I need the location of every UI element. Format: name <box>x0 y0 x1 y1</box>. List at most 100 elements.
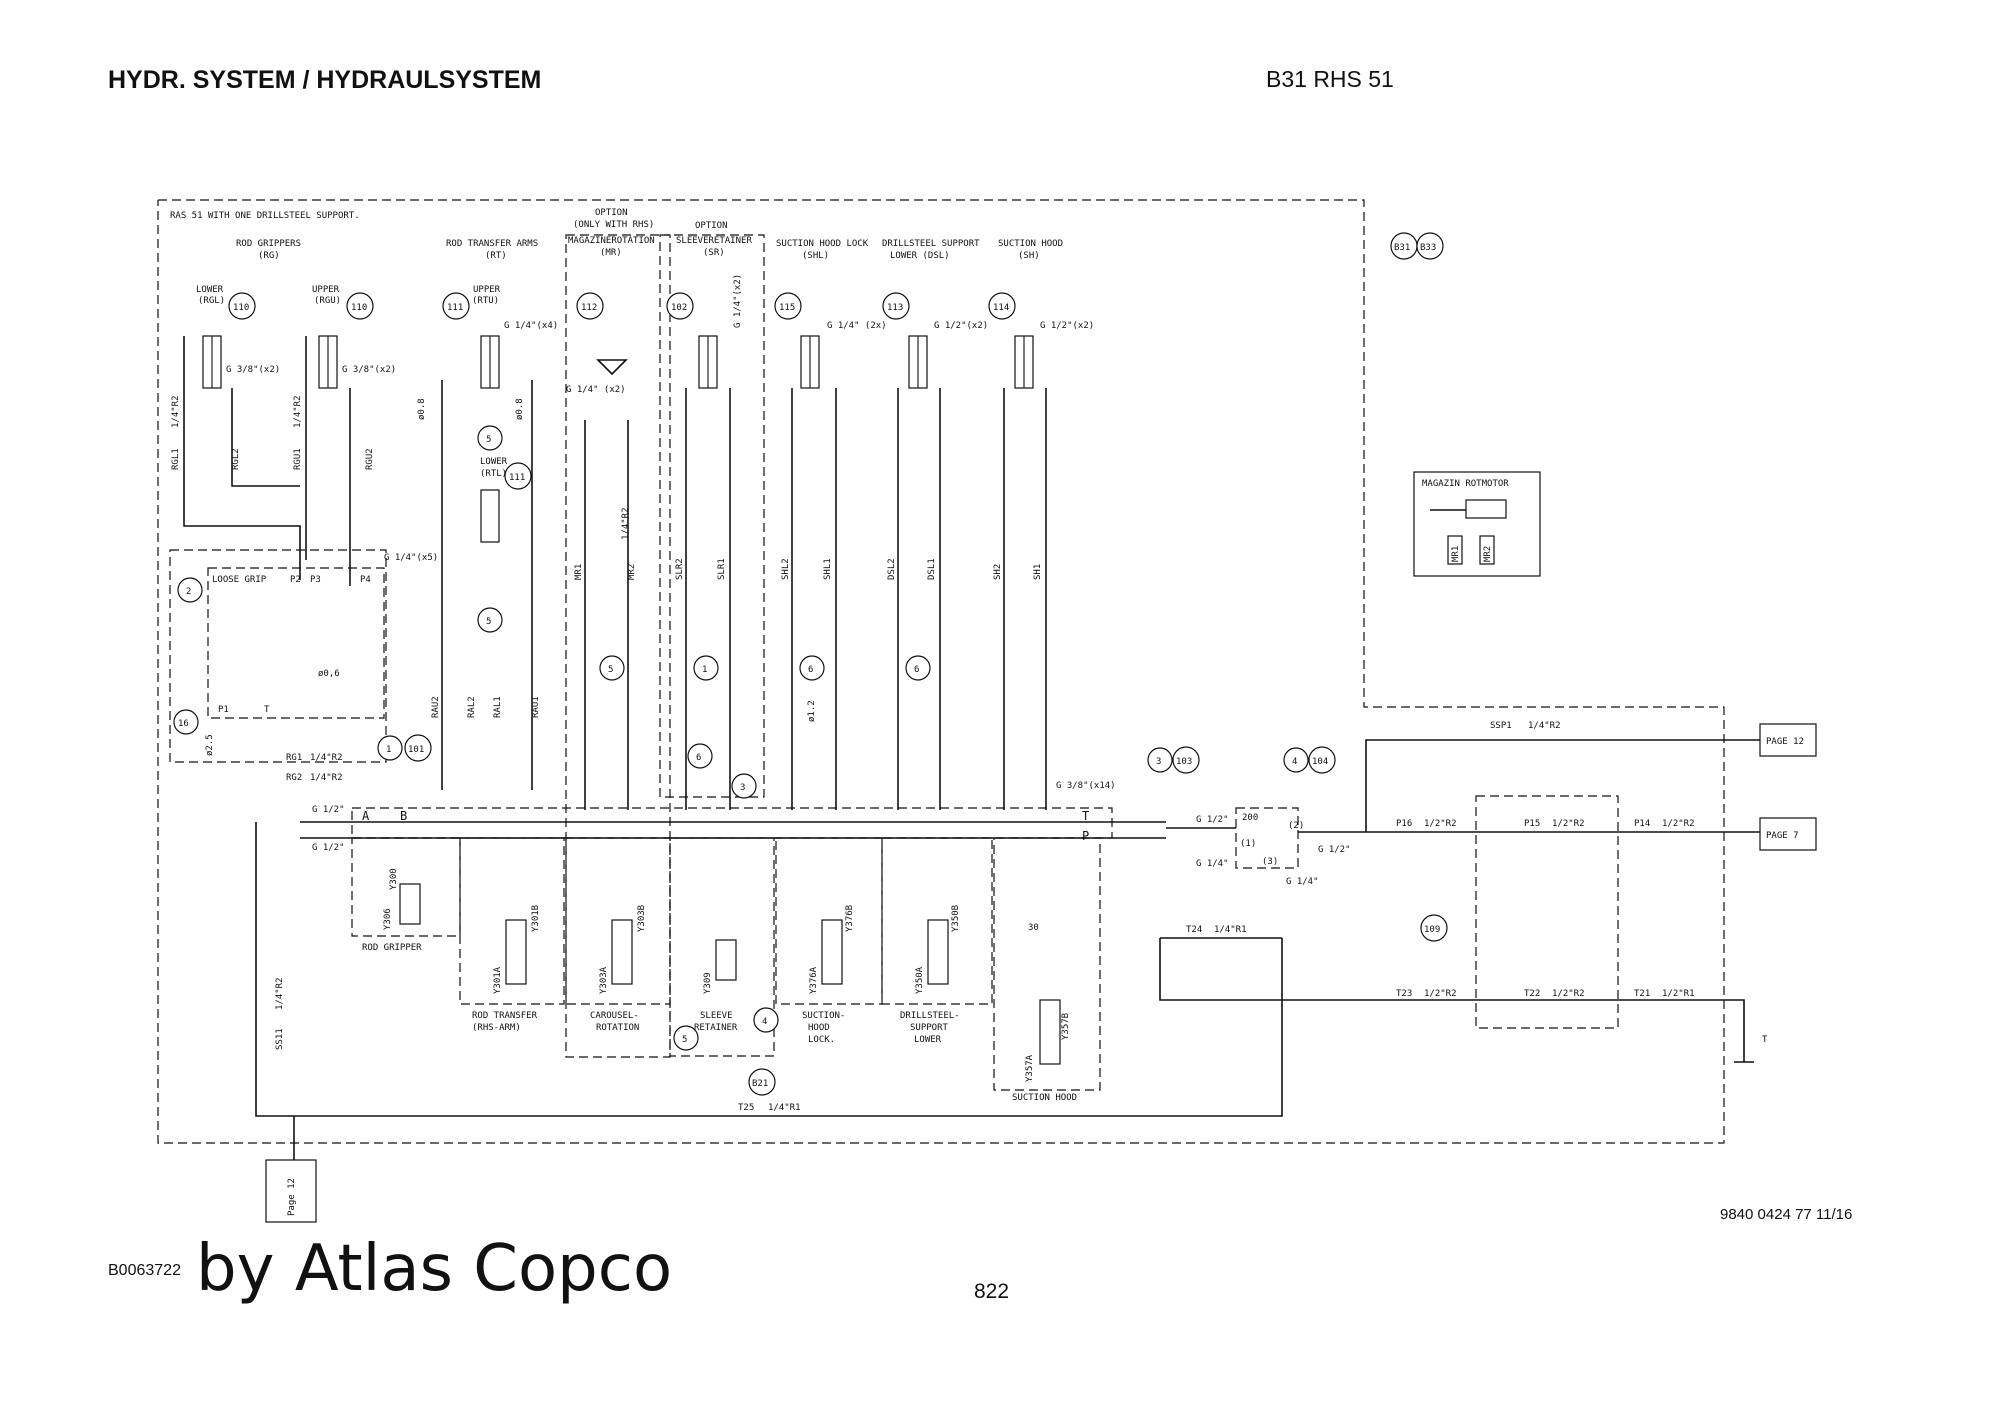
diagram-label: MR1 <box>1451 546 1461 562</box>
diagram-label: Y376A <box>809 966 819 994</box>
diagram-label: P15 <box>1524 819 1540 829</box>
diagram-label: T <box>1082 809 1089 823</box>
diagram-label: 1 <box>702 665 707 675</box>
diagram-shape <box>1235 807 1299 869</box>
diagram-label: RAU2 <box>431 696 441 718</box>
diagram-label: ROD GRIPPER <box>362 943 422 953</box>
diagram-label: RG2 <box>286 773 302 783</box>
diagram-shape <box>228 292 256 320</box>
diagram-shape <box>1465 499 1507 519</box>
diagram-label: HOOD <box>808 1023 830 1033</box>
diagram-label: Y350B <box>951 905 961 932</box>
diagram-label: 1/4"R2 <box>171 395 181 428</box>
diagram-label: PAGE 12 <box>1766 737 1804 747</box>
group-label: DRILLSTEEL SUPPORT <box>882 239 980 249</box>
group-code: LOWER (DSL) <box>890 251 950 261</box>
group-label: SUCTION HOOD <box>998 239 1063 249</box>
diagram-label: RGU2 <box>365 448 375 470</box>
diagram-shape <box>480 489 500 543</box>
diagram-label: LOCK. <box>808 1035 835 1045</box>
diagram-label: G 3/8"(x14) <box>1056 781 1116 791</box>
diagram-label: 5 <box>608 665 613 675</box>
diagram-shape <box>599 655 625 681</box>
group-code: (RG) <box>258 251 280 261</box>
page-number: 822 <box>974 1280 1010 1303</box>
document-reference: 9840 0424 77 11/16 <box>1720 1206 1853 1223</box>
diagram-label: 110 <box>351 303 367 313</box>
diagram-label: G 1/2" <box>1318 845 1351 855</box>
diagram-label: B31 <box>1394 243 1410 253</box>
ref-109 <box>1420 914 1448 942</box>
diagram-label: DRILLSTEEL- <box>900 1011 960 1021</box>
group-headers: ROD GRIPPERS (RG) ROD TRANSFER ARMS (RT)… <box>236 236 1063 261</box>
diagram-label: T21 <box>1634 989 1650 999</box>
diagram-label: PAGE 7 <box>1766 831 1799 841</box>
diagram-label: Y309 <box>703 972 713 994</box>
inset-magazine-rotmotor: MAGAZIN ROTMOTOR MR1 MR2 <box>1413 471 1541 577</box>
diagram-label: G 1/4" <box>1286 877 1319 887</box>
diagram-shape <box>504 462 532 490</box>
diagram-label: 1/2"R2 <box>1424 819 1457 829</box>
diagram-label: T24 <box>1186 925 1202 935</box>
diagram-label: 112 <box>581 303 597 313</box>
diagram-label: UPPER <box>473 285 501 295</box>
diagram-shape <box>1308 746 1336 774</box>
diagram-label: MR1 <box>574 564 584 580</box>
model-label: B31 RHS 51 <box>1266 66 1394 92</box>
group-label: SLEEVERETAINER <box>676 236 752 246</box>
group-code: (SR) <box>703 248 725 258</box>
diagram-label: Y357B <box>1061 1013 1071 1040</box>
option-label: OPTION <box>695 221 728 231</box>
diagram-label: P4 <box>360 575 371 585</box>
diagram-label: 1/2"R2 <box>1552 819 1585 829</box>
diagram-shape <box>905 655 931 681</box>
diagram-shape <box>821 919 843 985</box>
diagram-label: ø0.8 <box>515 398 525 420</box>
diagram-label: Page 12 <box>287 1178 297 1216</box>
diagram-label: MAGAZIN ROTMOTOR <box>1422 479 1509 489</box>
diagram-label: G 1/2" <box>312 805 345 815</box>
diagram-label: 102 <box>671 303 687 313</box>
diagram-label: LOOSE GRIP <box>212 575 267 585</box>
group-code: (MR) <box>600 248 622 258</box>
diagram-label: 1/2"R1 <box>1662 989 1695 999</box>
diagram-label: 113 <box>887 303 903 313</box>
diagram-label: 5 <box>486 617 491 627</box>
diagram-shape <box>1172 746 1200 774</box>
diagram-label: 5 <box>486 435 491 445</box>
diagram-label: (RGU) <box>314 296 341 306</box>
diagram-label: RG1 <box>286 753 302 763</box>
diagram-label: P2 <box>290 575 301 585</box>
group-label: MAGAZINEROTATION <box>568 236 655 246</box>
diagram-label: G 1/2"(x2) <box>934 321 988 331</box>
diagram-shape <box>988 292 1016 320</box>
group-label: ROD TRANSFER ARMS <box>446 239 538 249</box>
diagram-label: P <box>1082 829 1089 843</box>
diagram-label: G 1/2" <box>312 843 345 853</box>
diagram-label: 104 <box>1312 757 1328 767</box>
diagram-label: B <box>400 809 407 823</box>
diagram-shape <box>255 822 1283 1117</box>
diagram-label: G 3/8"(x2) <box>226 365 280 375</box>
diagram-shape <box>477 425 503 451</box>
diagram-shape <box>1283 747 1309 773</box>
diagram-label: DSL2 <box>887 558 897 580</box>
group-label: ROD GRIPPERS <box>236 239 301 249</box>
diagram-shape <box>753 1007 779 1033</box>
diagram-label: B33 <box>1420 243 1436 253</box>
diagram-label: 16 <box>178 719 189 729</box>
diagram-shape <box>1720 999 1745 1062</box>
diagram-label: (RTU) <box>472 296 499 306</box>
group-code: (RT) <box>485 251 507 261</box>
diagram-label: 6 <box>914 665 919 675</box>
diagram-shape <box>731 773 757 799</box>
drawing-number: B0063722 <box>108 1262 181 1279</box>
group-code: (SH) <box>1018 251 1040 261</box>
page-title: HYDR. SYSTEM / HYDRAULSYSTEM <box>108 66 542 94</box>
diagram-label: 1/2"R2 <box>1552 989 1585 999</box>
diagram-label: SHL1 <box>823 558 833 580</box>
diagram-label: T <box>1762 1035 1768 1045</box>
diagram-label: ø1.2 <box>807 700 817 722</box>
diagram-label: RGL2 <box>231 448 241 470</box>
